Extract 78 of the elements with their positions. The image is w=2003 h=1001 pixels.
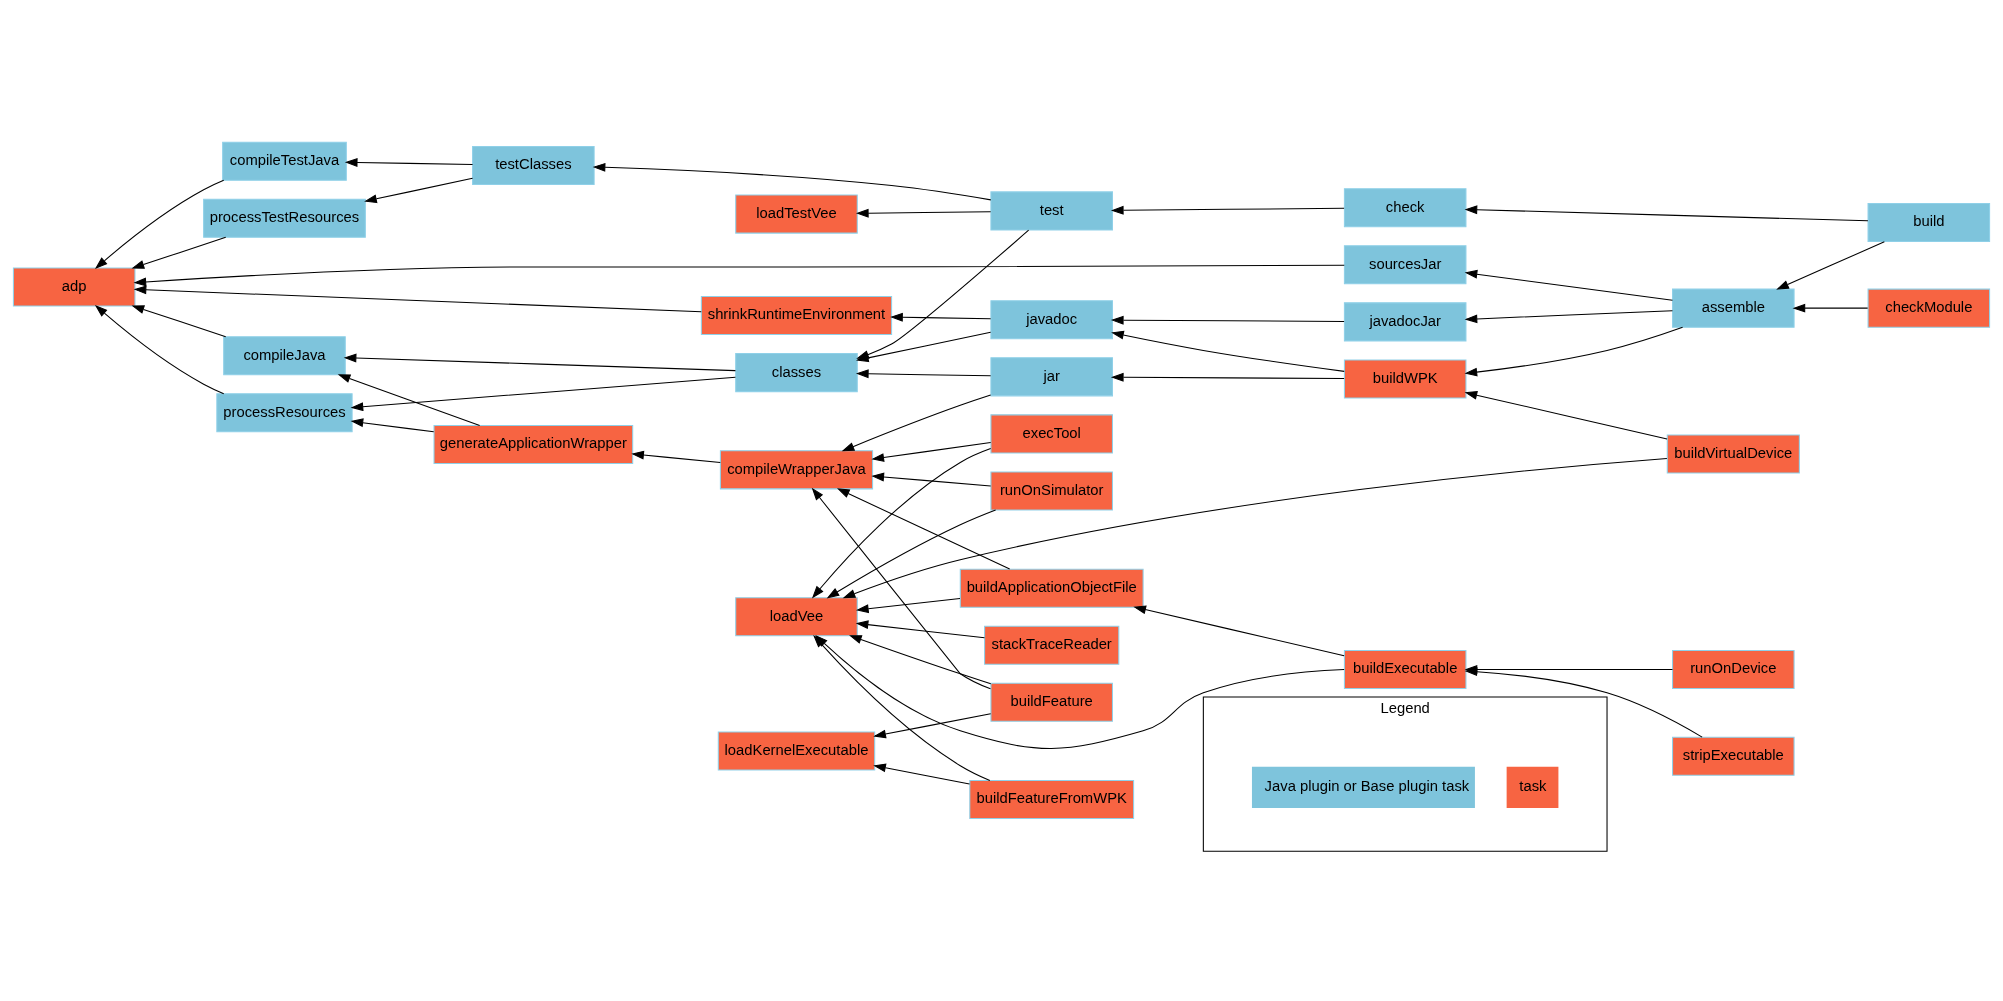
arrow bbox=[1776, 240, 1885, 290]
arrow bbox=[592, 162, 992, 200]
node-box: build bbox=[1867, 202, 1991, 242]
node-box: test bbox=[990, 190, 1113, 230]
arrow bbox=[873, 762, 971, 784]
node-box: javadoc bbox=[990, 299, 1113, 339]
arrow bbox=[1110, 315, 1345, 325]
node-box: compileJava bbox=[223, 335, 346, 375]
node-box: shrinkRuntimeEnvironment bbox=[700, 295, 893, 335]
node-box: stripExecutable bbox=[1672, 736, 1795, 776]
node-box: buildVirtualDevice bbox=[1666, 433, 1800, 474]
node-box: assemble bbox=[1672, 288, 1795, 328]
arrow bbox=[873, 712, 992, 738]
node-box: compileWrapperJava bbox=[719, 449, 874, 489]
node-box: generateApplicationWrapper bbox=[433, 424, 634, 464]
node-box: stackTraceReader bbox=[984, 625, 1120, 665]
arrow bbox=[890, 312, 992, 322]
node-box: buildWPK bbox=[1343, 358, 1467, 398]
node-box: check bbox=[1343, 187, 1467, 227]
arrow bbox=[1464, 269, 1673, 301]
node-box: loadKernelExecutable bbox=[717, 730, 876, 770]
node-box: buildExecutable bbox=[1343, 649, 1467, 689]
arrow bbox=[856, 229, 1030, 359]
arrow bbox=[350, 376, 736, 411]
arrow bbox=[344, 157, 474, 167]
node-box: buildFeatureFromWPK bbox=[969, 779, 1135, 819]
node-box: checkModule bbox=[1867, 288, 1991, 328]
node-box: javadocJar bbox=[1343, 301, 1467, 341]
arrow bbox=[836, 487, 1011, 570]
node-box: jar bbox=[990, 356, 1113, 396]
node-box: compileTestJava bbox=[222, 141, 347, 181]
arrow bbox=[1110, 372, 1345, 382]
arrow bbox=[855, 208, 992, 218]
node-box: testClasses bbox=[472, 145, 595, 185]
node-box: runOnSimulator bbox=[990, 470, 1113, 510]
arrow bbox=[1133, 604, 1345, 656]
node-box: processTestResources bbox=[203, 198, 366, 238]
arrow bbox=[364, 177, 474, 203]
arrow bbox=[811, 487, 991, 689]
node-box: runOnDevice bbox=[1672, 649, 1795, 689]
arrow bbox=[841, 394, 992, 451]
arrow bbox=[343, 353, 736, 371]
arrow bbox=[871, 472, 992, 486]
node-box: sourcesJar bbox=[1343, 244, 1467, 284]
node-box: adp bbox=[12, 266, 136, 307]
arrow bbox=[1464, 204, 1869, 221]
arrow bbox=[350, 417, 435, 432]
node-box: loadVee bbox=[735, 596, 858, 636]
node-box: execTool bbox=[990, 413, 1113, 453]
node-box: classes bbox=[735, 352, 858, 392]
arrow bbox=[131, 304, 227, 337]
arrow bbox=[131, 236, 227, 269]
arrow bbox=[826, 508, 997, 598]
node-box: buildApplicationObjectFile bbox=[959, 568, 1144, 608]
legend-label: task bbox=[1519, 777, 1547, 794]
arrow bbox=[1464, 390, 1668, 439]
arrow bbox=[849, 634, 992, 684]
arrow bbox=[871, 441, 992, 462]
arrow bbox=[1111, 330, 1345, 372]
node-box: buildFeature bbox=[990, 682, 1113, 722]
arrow bbox=[631, 450, 721, 463]
arrow bbox=[337, 373, 481, 426]
arrow bbox=[1110, 205, 1345, 215]
arrow bbox=[855, 368, 992, 378]
arrow bbox=[1792, 303, 1869, 313]
legend-label: Java plugin or Base plugin task bbox=[1264, 777, 1470, 794]
arrow bbox=[94, 179, 225, 269]
arrow bbox=[133, 284, 702, 312]
arrow bbox=[94, 304, 225, 394]
arrow bbox=[133, 264, 1345, 286]
arrow bbox=[855, 597, 961, 613]
arrow bbox=[811, 447, 992, 598]
arrow bbox=[1464, 326, 1684, 377]
arrow bbox=[855, 619, 985, 638]
arrow bbox=[842, 457, 1668, 598]
arrow bbox=[1464, 309, 1673, 323]
node-box: loadTestVee bbox=[735, 194, 858, 234]
node-box: processResources bbox=[216, 392, 353, 432]
